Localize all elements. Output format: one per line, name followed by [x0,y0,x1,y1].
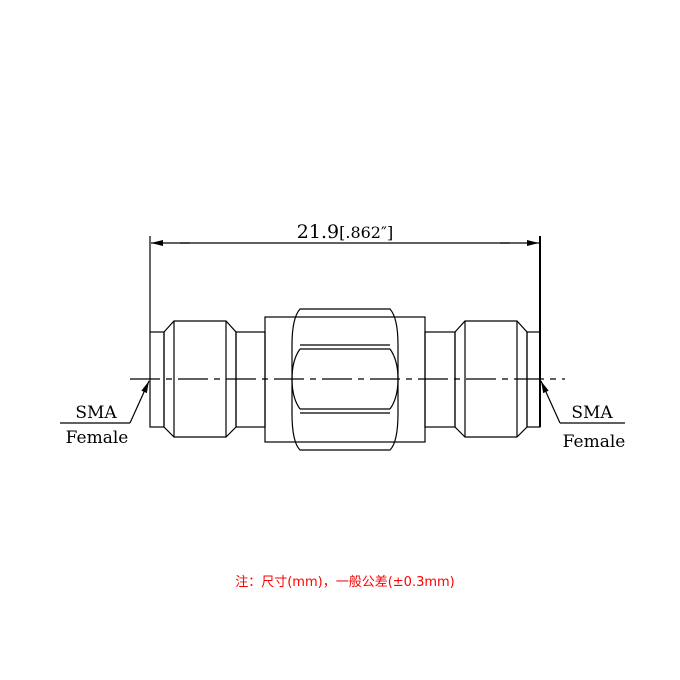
left-port-label: SMA Female [60,380,150,448]
tolerance-note: 注：尺寸(mm)，一般公差(±0.3mm) [235,574,455,590]
dimension-value: 21.9 [297,221,339,243]
overall-length-dimension: 21.9[.862″] [149,221,541,427]
right-port-label: SMA Female [540,380,626,452]
left-port-gender: Female [66,428,129,448]
right-port-gender: Female [563,432,626,452]
dimension-imperial: [.862″] [339,223,393,242]
right-port-type: SMA [571,403,613,423]
dimension-text: 21.9[.862″] [297,221,393,243]
left-port-type: SMA [75,403,117,423]
